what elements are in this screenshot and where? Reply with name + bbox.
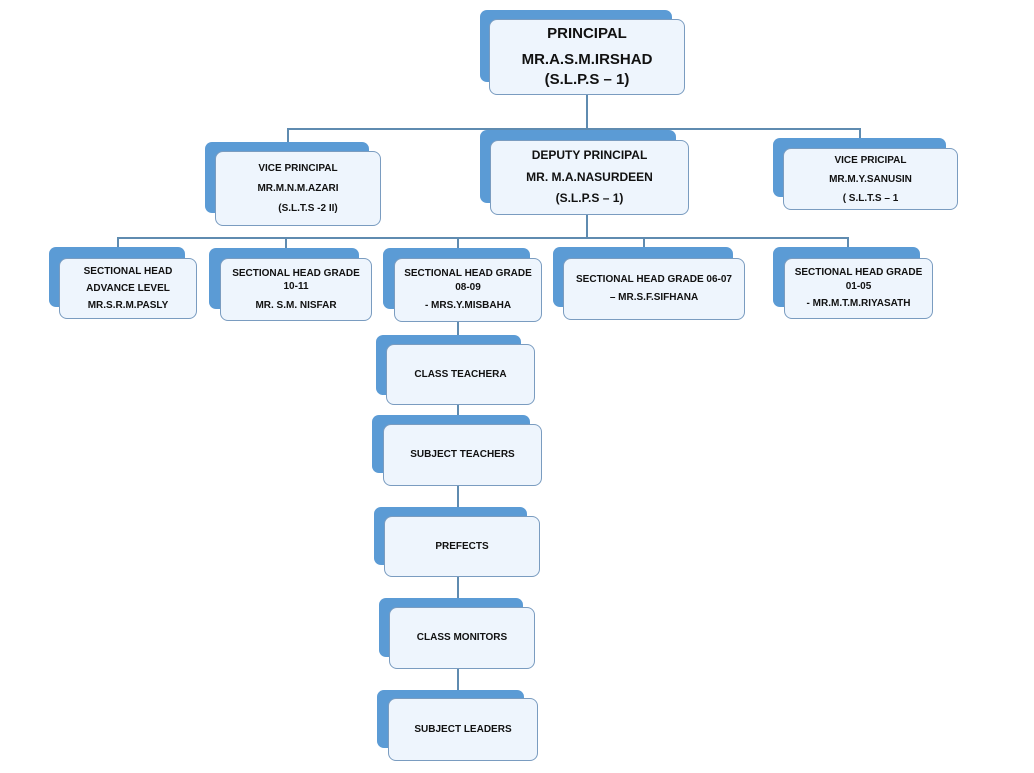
connector: [586, 95, 588, 130]
vp1-title: VICE PRINCIPAL: [258, 162, 338, 174]
chain-label: CLASS TEACHERA: [414, 368, 507, 380]
sh-line: MR.S.R.M.PASLY: [87, 300, 169, 311]
connector: [457, 237, 459, 249]
principal-name: MR.A.S.M.IRSHAD: [521, 50, 653, 68]
connector: [859, 128, 861, 139]
principal-grade: (S.L.P.S – 1): [544, 71, 630, 89]
vp2-name: MR.M.Y.SANUSIN: [829, 173, 912, 185]
vp2-grade: ( S.L.T.S – 1: [842, 192, 899, 204]
connector: [643, 237, 645, 248]
vp1-grade: (S.L.T.S -2 II): [278, 202, 338, 214]
deputy-grade: (S.L.P.S – 1): [555, 191, 624, 206]
sh-line: SECTIONAL HEAD GRADE: [404, 268, 532, 280]
chain-label: SUBJECT TEACHERS: [410, 449, 515, 461]
sh-line: 10-11: [283, 281, 309, 293]
sh-line: SECTIONAL HEAD GRADE 06-07: [576, 274, 732, 285]
connector: [586, 215, 588, 238]
connector: [117, 237, 848, 239]
sh-line: - MRS.Y.MISBAHA: [424, 300, 512, 312]
vp2-title: VICE PRICIPAL: [834, 154, 907, 166]
chain-label: SUBJECT LEADERS: [414, 723, 512, 735]
chain-label: PREFECTS: [435, 540, 489, 552]
deputy-name: MR. M.A.NASURDEEN: [526, 169, 653, 184]
sh-line: SECTIONAL HEAD: [83, 266, 173, 277]
sh-line: SECTIONAL HEAD GRADE: [232, 267, 360, 279]
sh-line: 08-09: [455, 281, 481, 293]
sh-line: SECTIONAL HEAD GRADE: [794, 267, 923, 279]
connector: [287, 128, 861, 130]
connector: [285, 237, 287, 249]
connector: [287, 128, 289, 143]
chain-label: CLASS MONITORS: [416, 632, 508, 644]
sh-line: MR. S.M. NISFAR: [255, 299, 337, 311]
connector: [847, 237, 849, 248]
sh-line: – MR.S.F.SIFHANA: [609, 292, 699, 303]
sh-line: - MR.M.T.M.RIYASATH: [806, 298, 911, 310]
sh-line: 01-05: [845, 280, 872, 292]
connector: [117, 237, 119, 248]
deputy-title: DEPUTY PRINCIPAL: [531, 148, 648, 163]
sh-line: ADVANCE LEVEL: [86, 283, 170, 294]
principal-title: PRINCIPAL: [547, 24, 627, 42]
vp1-name: MR.M.N.M.AZARI: [257, 182, 339, 194]
